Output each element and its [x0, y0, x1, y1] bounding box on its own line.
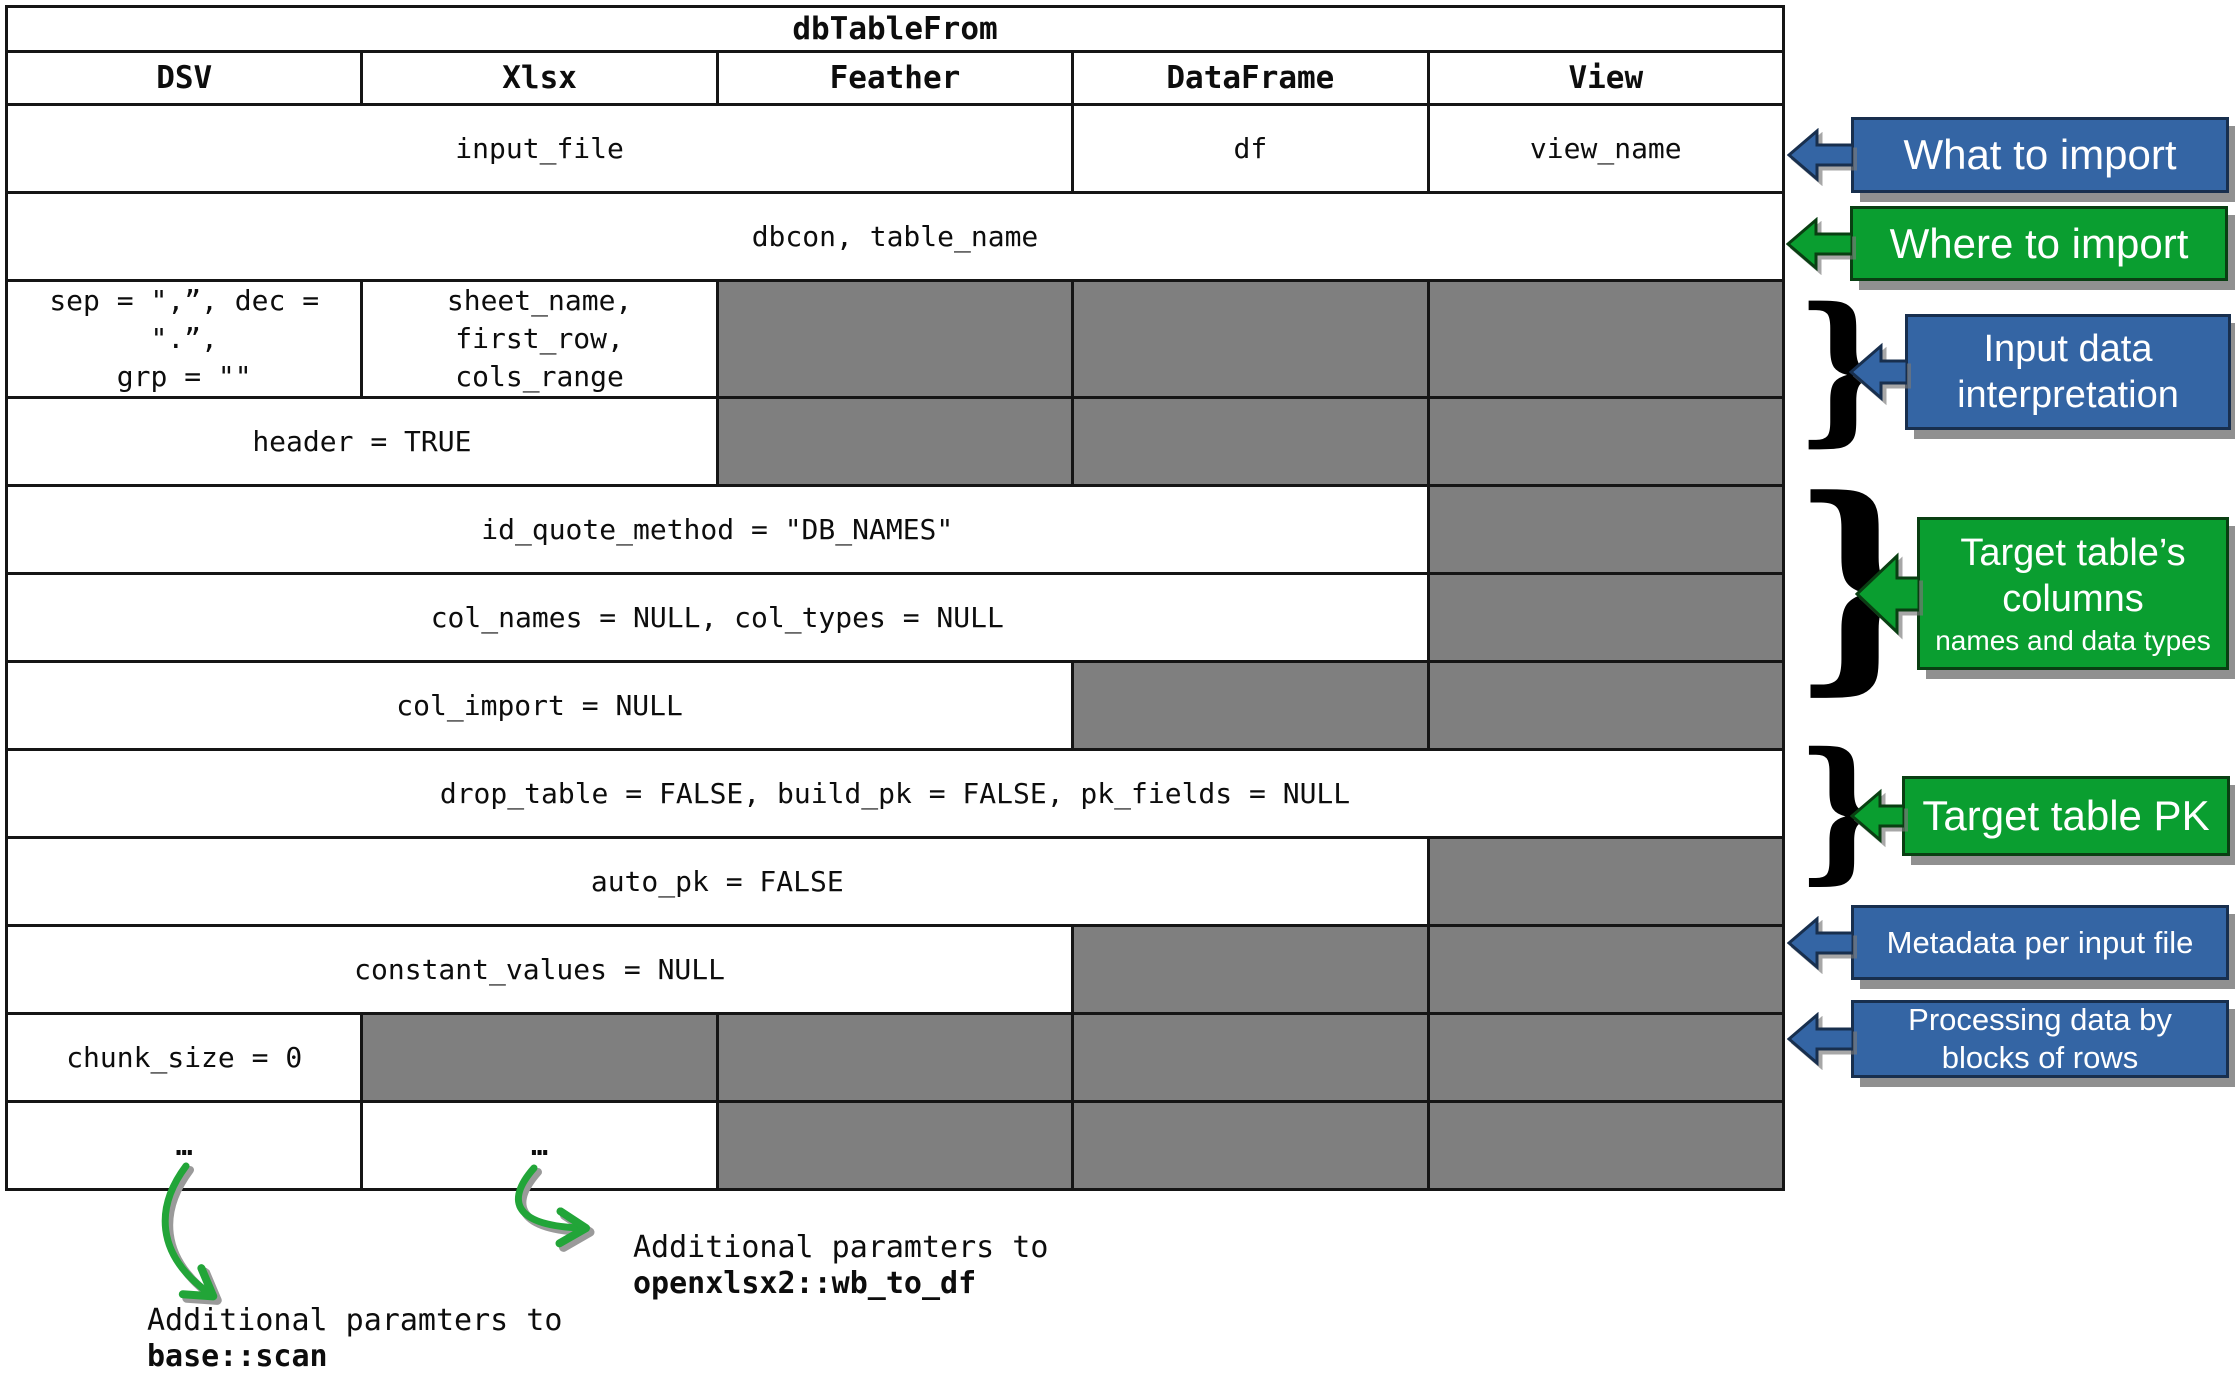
not-applicable-cell: [1426, 396, 1786, 487]
not-applicable-cell: [1426, 484, 1786, 575]
not-applicable-cell: [360, 1012, 719, 1103]
param-cell: constant_values = NULL: [4, 924, 1075, 1015]
left-arrow-icon: [1849, 342, 1907, 402]
table-row: chunk_size = 0: [4, 1012, 1786, 1103]
not-applicable-cell: [1071, 1012, 1430, 1103]
not-applicable-cell: [1071, 279, 1430, 399]
table-row: drop_table = FALSE, build_pk = FALSE, pk…: [5, 748, 1785, 839]
column-header-view: View: [1426, 50, 1786, 106]
not-applicable-cell: [1071, 396, 1430, 487]
footnote-dsv-line1: Additional paramters to: [147, 1303, 563, 1338]
callout-target-columns: Target table’s columns names and data ty…: [1855, 517, 2229, 670]
footnote-arrows: [161, 1162, 660, 1328]
param-cell: drop_table = FALSE, build_pk = FALSE, pk…: [5, 748, 1785, 839]
callout-processing: Processing data by blocks of rows: [1787, 1000, 2229, 1078]
callout-box-what: What to import: [1851, 117, 2229, 193]
left-arrow-icon: [1855, 552, 1919, 635]
param-cell: col_names = NULL, col_types = NULL: [5, 572, 1430, 663]
not-applicable-cell: [715, 1100, 1075, 1191]
callout-box-where: Where to import: [1850, 206, 2228, 281]
not-applicable-cell: [715, 279, 1075, 399]
callout-what-to-import: What to import: [1787, 117, 2229, 193]
not-applicable-cell: [1426, 660, 1786, 751]
not-applicable-cell: [715, 396, 1075, 487]
table-row: dbcon, table_name: [5, 191, 1785, 282]
column-header-feather: Feather: [715, 50, 1075, 106]
param-cell: sep = ",”, dec = ".”, grp = "": [4, 279, 364, 399]
callout-box-pk: Target table PK: [1902, 776, 2230, 856]
param-cell: col_import = NULL: [4, 660, 1075, 751]
callout-where-to-import: Where to import: [1786, 206, 2228, 281]
param-cell: id_quote_method = "DB_NAMES": [5, 484, 1430, 575]
not-applicable-cell: [1071, 660, 1430, 751]
callout-box-processing: Processing data by blocks of rows: [1851, 1000, 2229, 1078]
footnote-xlsx: Additional paramters to openxlsx2::wb_to…: [633, 1230, 1048, 1302]
table-row: ……: [4, 1100, 1786, 1191]
param-cell: input_file: [4, 103, 1075, 194]
left-arrow-icon: [1787, 1012, 1853, 1066]
callout-input-interpretation: Input data interpretation: [1849, 314, 2231, 430]
callout-target-pk: Target table PK: [1850, 776, 2230, 856]
left-arrow-icon: [1787, 128, 1853, 182]
table-row: constant_values = NULL: [4, 924, 1786, 1015]
not-applicable-cell: [1426, 279, 1786, 399]
param-cell: dbcon, table_name: [5, 191, 1785, 282]
column-header-dataframe: DataFrame: [1071, 50, 1430, 106]
not-applicable-cell: [1426, 572, 1786, 663]
table-title-row: dbTableFrom: [5, 5, 1785, 53]
not-applicable-cell: [1426, 1012, 1786, 1103]
table-row: sep = ",”, dec = ".”, grp = ""sheet_name…: [4, 279, 1786, 399]
callout-metadata: Metadata per input file: [1787, 905, 2229, 980]
curved-arrow-xlsx: [514, 1164, 590, 1248]
not-applicable-cell: [1071, 924, 1430, 1015]
footnote-xlsx-line1: Additional paramters to: [633, 1230, 1049, 1265]
callout-box-input: Input data interpretation: [1905, 314, 2231, 430]
callout-columns-label: Target table’s columns: [1960, 531, 2186, 620]
table-row: col_names = NULL, col_types = NULL: [5, 572, 1786, 663]
callout-box-columns: Target table’s columns names and data ty…: [1917, 517, 2229, 670]
table-row: auto_pk = FALSE: [5, 836, 1786, 927]
param-cell: df: [1071, 103, 1430, 194]
column-header-xlsx: Xlsx: [360, 50, 719, 106]
not-applicable-cell: [1426, 1100, 1786, 1191]
table-row: col_import = NULL: [4, 660, 1786, 751]
not-applicable-cell: [1426, 924, 1786, 1015]
table-row: id_quote_method = "DB_NAMES": [5, 484, 1786, 575]
footnote-dsv: Additional paramters to base::scan: [147, 1303, 562, 1375]
footnote-xlsx-line2: openxlsx2::wb_to_df: [633, 1266, 977, 1301]
left-arrow-icon: [1787, 915, 1853, 970]
not-applicable-cell: [1426, 836, 1786, 927]
column-header-dsv: DSV: [4, 50, 364, 106]
param-cell: view_name: [1426, 103, 1786, 194]
callout-columns-sublabel: names and data types: [1935, 624, 2211, 656]
callout-box-metadata: Metadata per input file: [1851, 905, 2229, 980]
not-applicable-cell: [1071, 1100, 1430, 1191]
not-applicable-cell: [715, 1012, 1075, 1103]
param-cell: auto_pk = FALSE: [5, 836, 1430, 927]
param-cell: header = TRUE: [5, 396, 719, 487]
footnote-dsv-line2: base::scan: [147, 1339, 328, 1374]
param-cell: chunk_size = 0: [4, 1012, 364, 1103]
left-arrow-icon: [1786, 216, 1852, 271]
table-row: header = TRUE: [5, 396, 1786, 487]
curved-arrow-dsv: [161, 1162, 218, 1301]
param-cell: sheet_name, first_row, cols_range: [360, 279, 719, 399]
function-title: dbTableFrom: [5, 5, 1785, 53]
left-arrow-icon: [1850, 788, 1904, 844]
